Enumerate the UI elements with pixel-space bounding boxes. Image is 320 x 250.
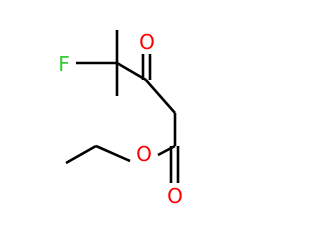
atom-oxygen-ester: O (136, 142, 152, 166)
atom-oxygen-carbonyl: O (167, 184, 183, 208)
atom-oxygen-ketone: O (139, 30, 155, 54)
bond-cq-cketone (116, 61, 147, 82)
bonds (65, 30, 180, 183)
bond-cester-oester (157, 144, 176, 157)
atom-labels: F O O O (58, 30, 183, 208)
bond-cketone-ch2 (145, 79, 176, 114)
bond-oester-ethyl (95, 144, 131, 163)
molecule-structure: F O O O (58, 30, 183, 208)
atom-fluorine: F (58, 52, 70, 76)
bond-ethyl-methyl (65, 144, 97, 165)
